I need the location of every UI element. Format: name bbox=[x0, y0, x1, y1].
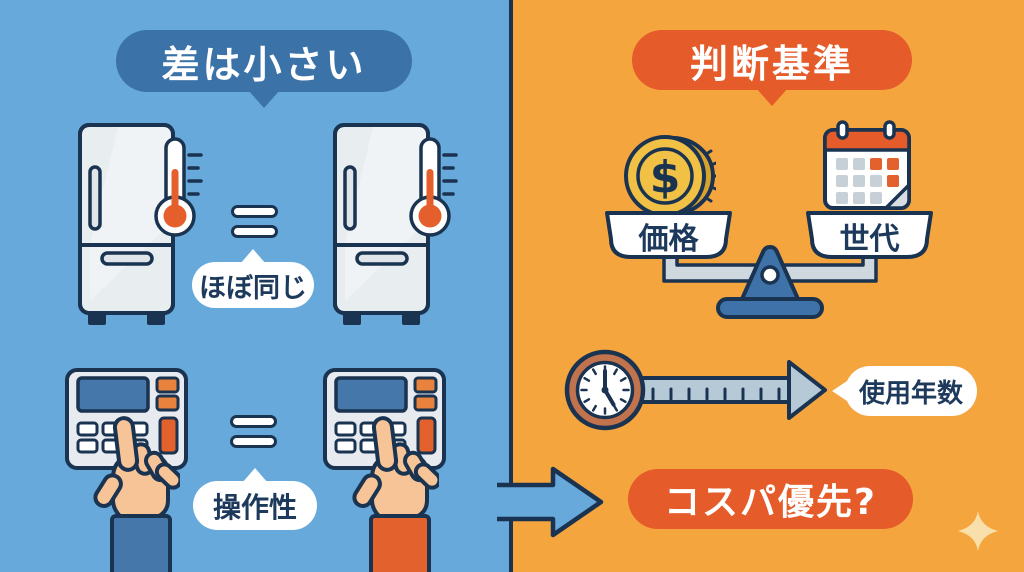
panel-bubble-text: 操作性 bbox=[212, 490, 297, 524]
scale-price-label: 価格 bbox=[607, 218, 730, 257]
refrigerator-icon bbox=[78, 123, 203, 325]
conclusion-pill: コスパ優先? bbox=[628, 469, 913, 529]
right-title-text: 判断基準 bbox=[689, 41, 854, 86]
dollar-symbol: $ bbox=[650, 152, 681, 203]
big-arrow-icon bbox=[497, 466, 604, 538]
left-title-pill: 差は小さい bbox=[116, 30, 412, 108]
equals-bar bbox=[230, 435, 277, 448]
generation-label-text: 世代 bbox=[839, 222, 900, 257]
pointing-hand-icon bbox=[93, 416, 180, 572]
sleeve bbox=[369, 514, 431, 572]
sparkle-icon bbox=[958, 511, 998, 551]
equals-bar bbox=[231, 205, 278, 218]
price-label-text: 価格 bbox=[638, 222, 699, 257]
equals-icon bbox=[231, 205, 278, 238]
ruler-arrow-icon bbox=[564, 349, 827, 431]
usage-years-bubble: 使用年数 bbox=[832, 366, 977, 416]
thermometer-icon bbox=[154, 137, 203, 237]
panel-comparison-bubble: 操作性 bbox=[193, 468, 317, 530]
fridge-bubble-text: ほぼ同じ bbox=[199, 272, 307, 304]
equals-icon bbox=[230, 415, 277, 448]
sleeve bbox=[110, 514, 172, 572]
right-title-pill: 判断基準 bbox=[632, 30, 912, 106]
section-divider bbox=[509, 0, 513, 572]
balance-scale-icon bbox=[605, 211, 933, 319]
thermometer-icon bbox=[409, 137, 458, 237]
dollar-coin-icon: $ bbox=[624, 135, 716, 217]
calendar-icon bbox=[823, 120, 911, 210]
fridge-comparison-bubble: ほぼ同じ bbox=[192, 249, 314, 308]
equals-bar bbox=[231, 225, 278, 238]
left-title-text: 差は小さい bbox=[161, 42, 367, 87]
pointing-hand-icon bbox=[352, 416, 439, 572]
clock-icon bbox=[564, 349, 646, 431]
refrigerator-icon bbox=[333, 123, 458, 325]
scale-generation-label: 世代 bbox=[808, 218, 931, 257]
equals-bar bbox=[230, 415, 277, 428]
years-bubble-text: 使用年数 bbox=[858, 378, 963, 409]
conclusion-text: コスパ優先? bbox=[664, 482, 877, 523]
